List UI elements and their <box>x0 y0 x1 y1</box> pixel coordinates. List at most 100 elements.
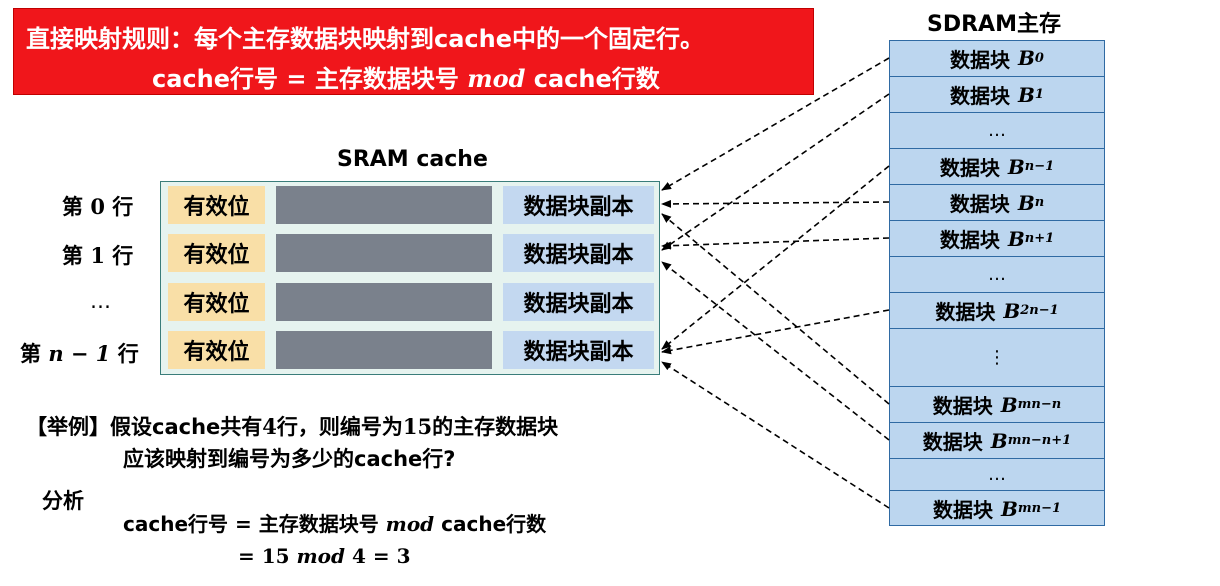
memory-ellipsis: … <box>889 458 1105 490</box>
memory-block-index: n−1 <box>1024 159 1055 174</box>
memory-block-symbol: B <box>1017 190 1035 215</box>
ellipsis-text: … <box>988 120 1006 141</box>
row-label-number: n − 1 <box>48 341 111 366</box>
memory-block-label: 数据块 <box>950 84 1011 108</box>
memory-block-label: 数据块 <box>932 498 993 522</box>
row-label-number: 0 <box>90 194 105 219</box>
tag-cell <box>276 283 492 321</box>
mapping-arrow <box>661 361 890 509</box>
tag-cell <box>276 234 492 272</box>
memory-block-symbol: B <box>1007 154 1025 179</box>
row-label-prefix: 第 <box>62 195 91 219</box>
result-right: 4 = 3 <box>345 544 411 568</box>
row-label-prefix: … <box>90 289 111 313</box>
example-text: 行，则编号为 <box>276 415 403 439</box>
memory-block-label: 数据块 <box>922 430 983 454</box>
memory-block-symbol: B <box>1000 496 1018 521</box>
tag-cell <box>276 186 492 224</box>
memory-block-label: 数据块 <box>932 394 993 418</box>
memory-ellipsis: ⋮ <box>889 328 1105 386</box>
valid-bit-cell: 有效位 <box>168 234 265 272</box>
rule-title: 直接映射规则：每个主存数据块映射到cache中的一个固定行。 <box>26 25 705 53</box>
memory-block-index: n <box>1034 195 1045 210</box>
rule-formula-mod: mod <box>467 64 526 93</box>
mapping-arrow <box>661 199 890 208</box>
memory-block-symbol: B <box>990 428 1008 453</box>
rule-banner: 直接映射规则：每个主存数据块映射到cache中的一个固定行。 cache行号 =… <box>13 8 814 95</box>
memory-block-label: 数据块 <box>949 192 1010 216</box>
valid-bit-cell: 有效位 <box>168 283 265 321</box>
analysis-result: = 15 mod 4 = 3 <box>238 544 411 568</box>
row-label-suffix: 行 <box>104 244 134 268</box>
analysis-formula: cache行号 = 主存数据块号 mod cache行数 <box>123 508 546 537</box>
row-label-number: 1 <box>90 243 105 268</box>
ellipsis-text: … <box>988 264 1006 285</box>
formula-left: cache行号 = 主存数据块号 <box>123 512 386 536</box>
example-number: 4 <box>262 414 277 439</box>
valid-bit-cell: 有效位 <box>168 331 265 369</box>
example-question-line2: 应该映射到编号为多少的cache行? <box>123 447 456 471</box>
block-copy-cell: 数据块副本 <box>503 331 654 369</box>
memory-block-symbol: B <box>1007 226 1025 251</box>
ellipsis-text: … <box>988 464 1006 485</box>
result-left: = 15 <box>238 544 297 568</box>
example-question-line1: 【举例】假设cache共有4行，则编号为15的主存数据块 <box>26 411 558 441</box>
memory-block-index: mn−n <box>1017 397 1062 412</box>
memory-block-index: 1 <box>1034 87 1044 102</box>
example-text: 【举例】假设cache共有 <box>26 415 263 439</box>
analysis-label: 分析 <box>42 489 84 513</box>
memory-block-index: 0 <box>1034 50 1044 66</box>
row-label-prefix: 第 <box>20 342 49 366</box>
memory-title: SDRAM主存 <box>927 12 1061 37</box>
valid-bit-cell: 有效位 <box>168 186 265 224</box>
cache-title: SRAM cache <box>337 147 488 172</box>
cache-row-label: 第 1 行 <box>62 240 133 270</box>
memory-table <box>889 40 1105 526</box>
row-label-suffix: 行 <box>104 195 134 219</box>
mapping-arrow <box>661 57 890 191</box>
memory-block-symbol: B <box>1003 298 1021 323</box>
block-copy-cell: 数据块副本 <box>503 283 654 321</box>
rule-formula: cache行号 = 主存数据块号 mod cache行数 <box>152 59 660 94</box>
memory-block-symbol: B <box>1018 82 1035 107</box>
formula-mod: mod <box>385 512 435 536</box>
block-copy-cell: 数据块副本 <box>503 186 654 224</box>
mapping-arrow <box>661 261 890 441</box>
cache-row-label: … <box>90 289 111 313</box>
row-label-prefix: 第 <box>62 244 91 268</box>
memory-block-label: 数据块 <box>950 47 1011 72</box>
memory-ellipsis: … <box>889 112 1105 148</box>
tag-cell <box>276 331 492 369</box>
rule-formula-left: cache行号 = 主存数据块号 <box>152 65 468 93</box>
mapping-arrow <box>661 93 890 251</box>
row-label-suffix: 行 <box>110 342 139 366</box>
memory-block-index: mn−1 <box>1017 501 1062 516</box>
formula-right: cache行数 <box>434 512 547 536</box>
mapping-arrow <box>661 309 890 355</box>
cache-row-label: 第 0 行 <box>62 191 133 221</box>
ellipsis-text: ⋮ <box>988 347 1006 368</box>
example-text: 的主存数据块 <box>432 415 559 439</box>
memory-ellipsis: … <box>889 256 1105 292</box>
block-copy-cell: 数据块副本 <box>503 234 654 272</box>
memory-block-label: 数据块 <box>939 156 1000 180</box>
memory-block-symbol: B <box>1018 46 1035 70</box>
mapping-arrow <box>661 165 890 350</box>
memory-block-index: 2n−1 <box>1020 303 1059 318</box>
result-mod: mod <box>296 544 346 568</box>
mapping-arrow <box>661 237 890 250</box>
rule-formula-right: cache行数 <box>525 65 660 93</box>
memory-block-label: 数据块 <box>939 228 1000 252</box>
memory-block-symbol: B <box>1000 392 1018 417</box>
memory-block-index: n+1 <box>1024 231 1055 246</box>
cache-row-label: 第 n − 1 行 <box>20 338 139 368</box>
